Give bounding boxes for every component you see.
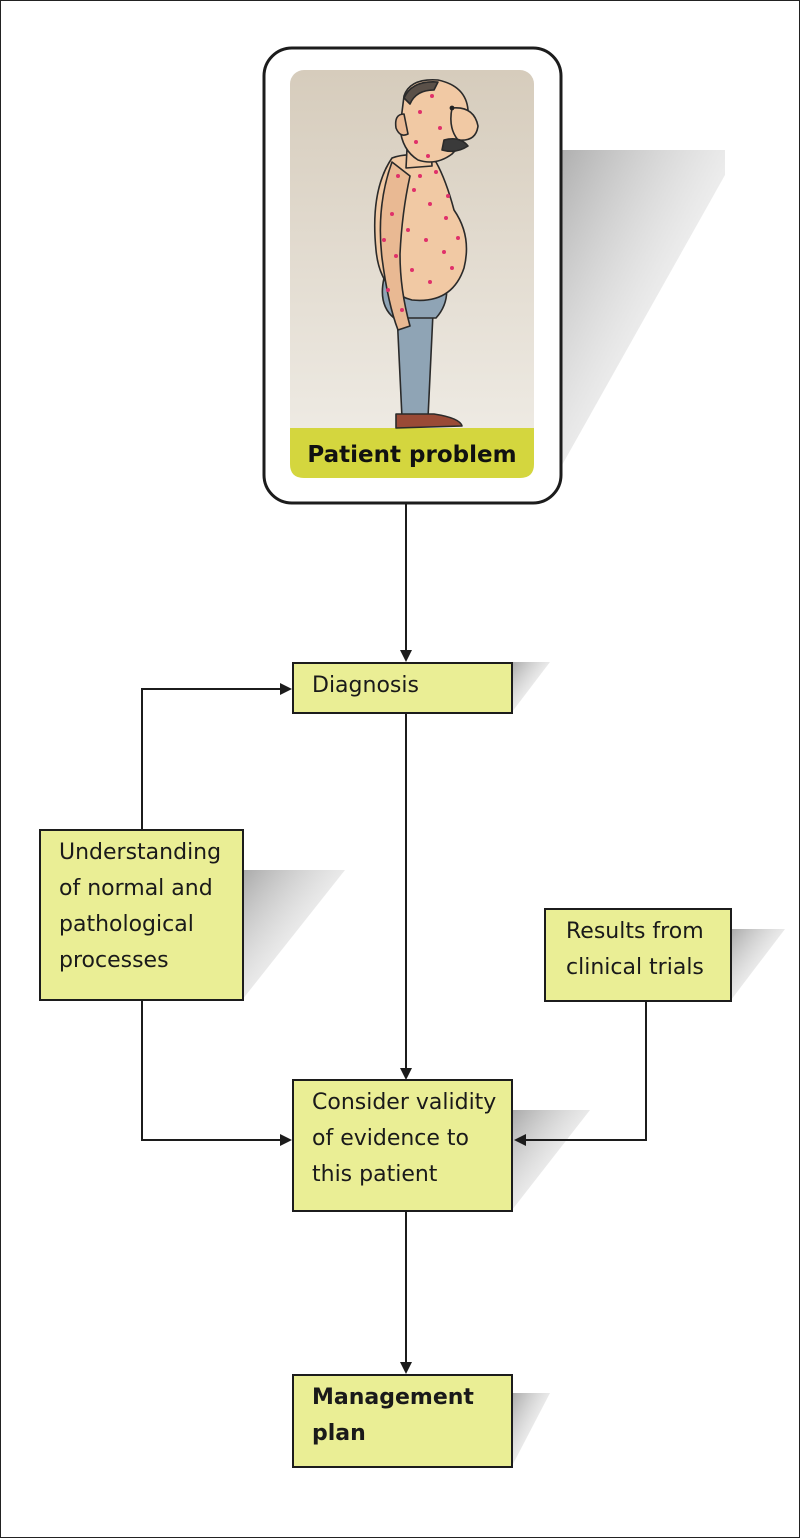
trials-shadow bbox=[731, 929, 785, 1000]
arrow-trials-to-consider bbox=[514, 1001, 647, 1146]
management-shadow bbox=[512, 1393, 550, 1466]
understanding-line-3: pathological bbox=[59, 912, 194, 937]
management-line-2: plan bbox=[312, 1421, 366, 1446]
connectors bbox=[141, 503, 647, 1374]
consider-validity-box: Consider validity of evidence to this pa… bbox=[292, 1079, 513, 1212]
diagnosis-label: Diagnosis bbox=[312, 673, 419, 698]
understanding-box: Understanding of normal and pathological… bbox=[39, 829, 244, 1001]
understanding-shadow bbox=[242, 870, 345, 1000]
consider-line-3: this patient bbox=[312, 1162, 438, 1187]
consider-line-2: of evidence to bbox=[312, 1126, 470, 1151]
patient-caption-band bbox=[290, 428, 534, 478]
understanding-line-4: processes bbox=[59, 948, 169, 973]
diagnosis-shadow bbox=[512, 662, 550, 712]
understanding-line-2: of normal and bbox=[59, 876, 213, 901]
understanding-line-1: Understanding bbox=[59, 840, 222, 865]
clinical-trials-box: Results from clinical trials bbox=[544, 908, 732, 1002]
arrow-understanding-to-consider bbox=[141, 999, 292, 1146]
management-plan-box: Management plan bbox=[292, 1374, 513, 1468]
diagnosis-box: Diagnosis bbox=[292, 662, 513, 714]
arrow-understanding-to-diagnosis bbox=[141, 683, 292, 830]
patient-card-shadow bbox=[548, 150, 725, 490]
consider-line-1: Consider validity bbox=[312, 1090, 497, 1115]
trials-line-2: clinical trials bbox=[566, 955, 704, 980]
patient-illustration bbox=[373, 79, 479, 429]
consider-shadow bbox=[512, 1110, 590, 1210]
trials-line-1: Results from bbox=[566, 919, 704, 944]
management-line-1: Management bbox=[312, 1385, 474, 1410]
patient-problem-label: Patient problem bbox=[307, 442, 517, 468]
